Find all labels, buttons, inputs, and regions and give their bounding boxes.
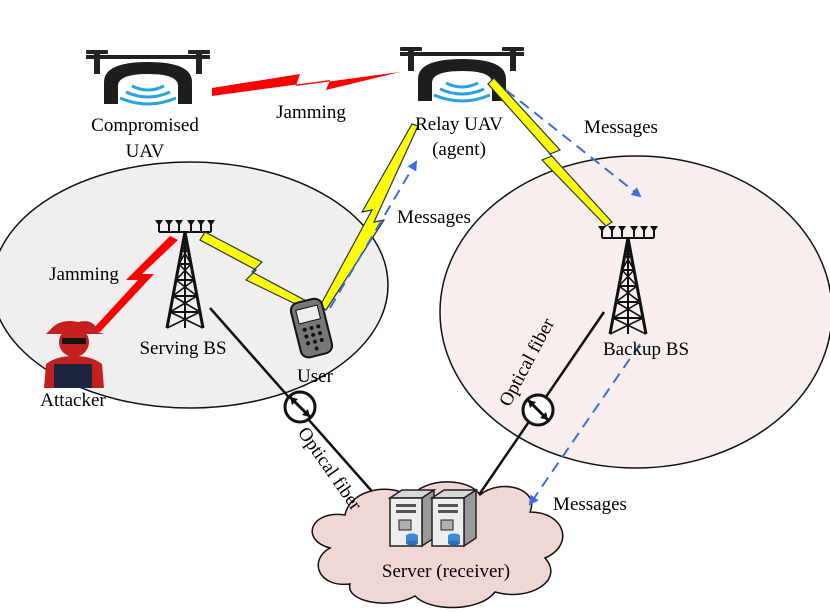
relay-uav-label-line1: Relay UAV — [415, 114, 503, 135]
server-icon-2 — [431, 489, 477, 547]
link-user-relay — [319, 123, 419, 311]
user-label: User — [297, 366, 334, 387]
user-phone-icon — [289, 297, 334, 359]
attacker-icon — [44, 321, 104, 388]
server-label: Server (receiver) — [382, 561, 510, 582]
optical-fiber-left-label: Optical fiber — [293, 423, 366, 515]
message-arrow-relay-backup — [505, 89, 642, 198]
compromised-uav-icon — [84, 48, 212, 106]
compromised-uav-label-line1: Compromised — [91, 115, 199, 136]
backup-bs-label: Backup BS — [603, 339, 689, 360]
messages-middle-label: Messages — [397, 207, 471, 228]
messages-bottom-label: Messages — [553, 494, 627, 515]
attacker-label: Attacker — [40, 390, 106, 411]
message-arrow-backup-server — [528, 343, 641, 506]
server-icon-1 — [389, 489, 435, 547]
messages-top-right-label: Messages — [584, 117, 658, 138]
backup-cell-area — [439, 155, 830, 469]
jamming-bolt-top — [212, 72, 400, 96]
relay-uav-label-line2: (agent) — [432, 139, 486, 160]
optical-connector-left-icon — [283, 390, 317, 424]
jamming-top-label: Jamming — [276, 102, 346, 123]
serving-bs-label: Serving BS — [139, 338, 226, 359]
message-arrow-user-relay — [329, 160, 418, 309]
compromised-uav-label-line2: UAV — [126, 141, 165, 162]
jamming-left-label: Jamming — [49, 264, 119, 285]
jamming-bolt-left — [92, 236, 178, 332]
optical-connector-right-icon — [521, 393, 555, 427]
link-relay-backup — [487, 77, 613, 227]
